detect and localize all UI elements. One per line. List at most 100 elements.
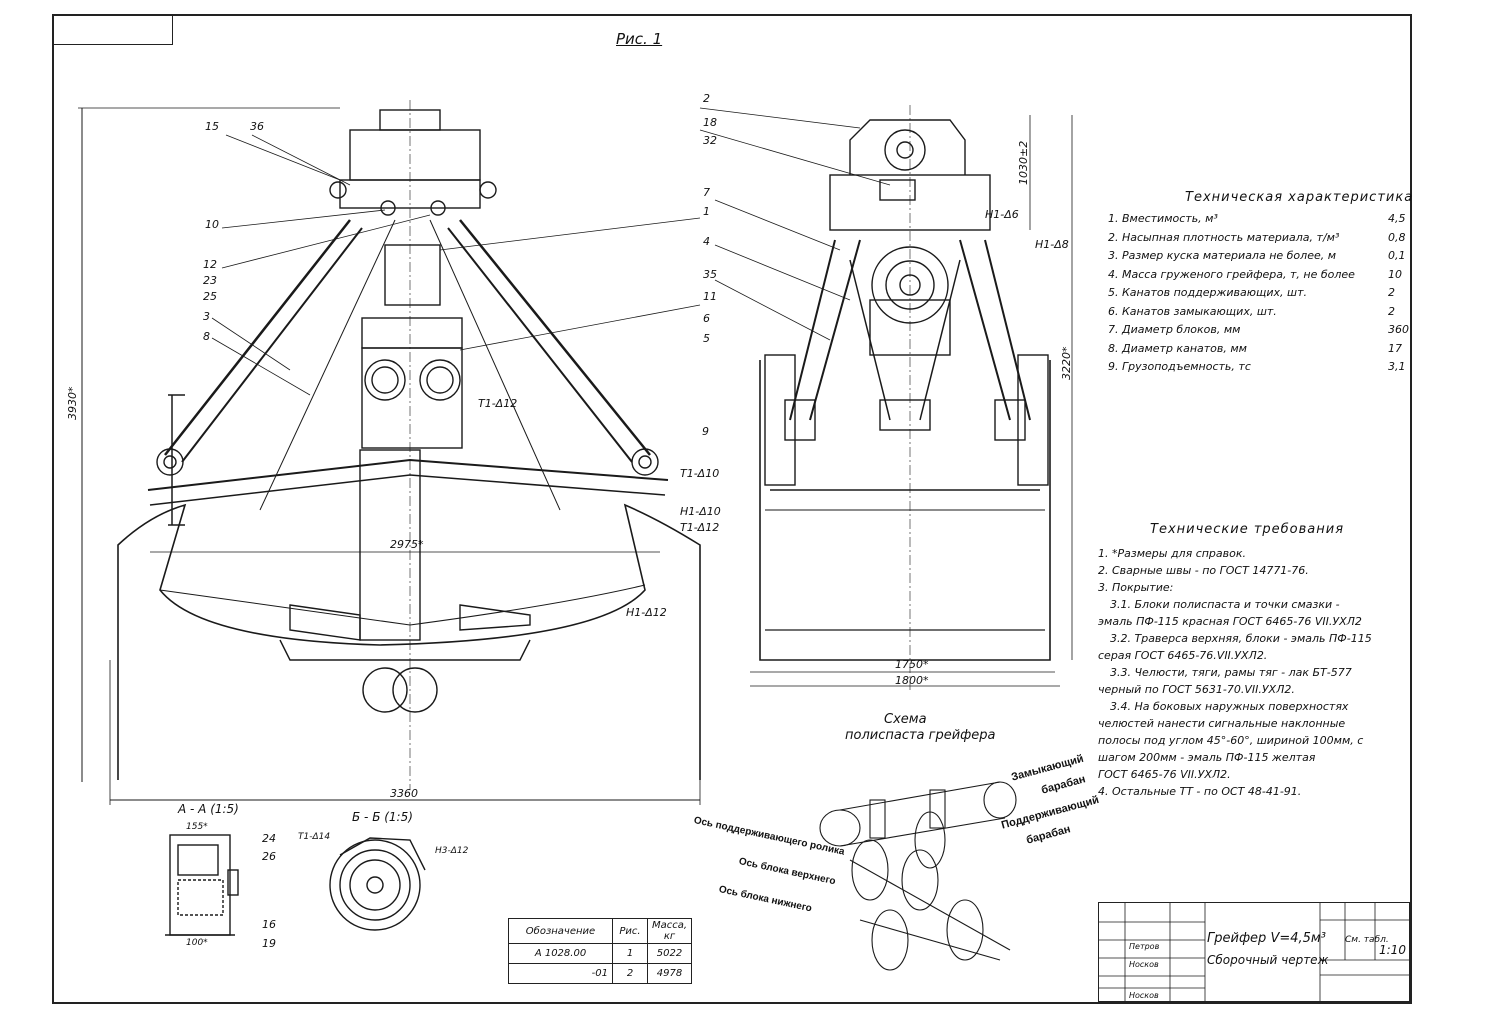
callout-12: 12 [203, 258, 217, 271]
section-aa-dim-bottom: 100* [186, 938, 208, 948]
callout-10: 10 [205, 218, 219, 231]
dim-right-top: 1030±2 [1017, 140, 1030, 185]
tech-req-line: черный по ГОСТ 5631-70.VII.УХЛ2. [1098, 683, 1295, 696]
tech-req-line: эмаль ПФ-115 красная ГОСТ 6465-76 VII.УХ… [1098, 615, 1362, 628]
callout-24: 24 [262, 832, 276, 845]
dim-right-inner: 1750* [895, 658, 929, 671]
section-aa [165, 834, 239, 936]
dim-height: 3930* [66, 386, 79, 421]
table-header: Рис. [612, 918, 648, 944]
callout-25: 25 [203, 290, 217, 303]
title-block-scale: 1:10 [1379, 943, 1406, 957]
callout-7: 7 [703, 186, 710, 199]
callout-36: 36 [250, 120, 264, 133]
title-block-see: См. табл. [1345, 935, 1389, 945]
callout-11: 11 [703, 290, 717, 303]
side-view-grab [750, 105, 1073, 690]
table-cell: 1 [612, 943, 648, 964]
section-bb-weld-1: Т1-Δ14 [298, 832, 331, 842]
tech-req-line: серая ГОСТ 6465-76.VII.УХЛ2. [1098, 649, 1268, 662]
weld-mark-1: Т1-Δ12 [478, 397, 518, 410]
callout-16: 16 [262, 918, 276, 931]
corner-stamp [52, 14, 173, 45]
table-row: А 1028.00 1 5022 [508, 943, 693, 964]
table-row: -01 2 4978 [508, 963, 693, 984]
tech-req-line: 3.3. Челюсти, тяги, рамы тяг - лак БТ-57… [1110, 666, 1352, 679]
person-1: Петров [1129, 942, 1160, 951]
weld-mark-7: Н1-Δ8 [1035, 238, 1069, 251]
callout-15: 15 [205, 120, 219, 133]
tech-req-line: 3.1. Блоки полиспаста и точки смазки - [1110, 598, 1340, 611]
tech-req-heading: Технические требования [1150, 522, 1345, 537]
weld-mark-6: Н1-Δ6 [985, 208, 1019, 221]
tech-req-line: ГОСТ 6465-76 VII.УХЛ2. [1098, 768, 1231, 781]
tech-req-line: 2. Сварные швы - по ГОСТ 14771-76. [1098, 564, 1309, 577]
leader-lines [211, 107, 891, 396]
callout-4: 4 [703, 235, 710, 248]
tech-req-line: 3.2. Траверса верхняя, блоки - эмаль ПФ-… [1110, 632, 1372, 645]
title-block-name: Грейфер V=4,5м³ [1207, 931, 1326, 946]
scheme-title-1: Схема [884, 712, 927, 727]
polyspast-scheme [819, 781, 1017, 971]
callout-19: 19 [262, 937, 276, 950]
tech-spec-item: 6. Канатов замыкающих, шт.2 [1108, 304, 1395, 318]
callout-3: 3 [203, 310, 210, 323]
callout-26: 26 [262, 850, 276, 863]
tech-req-line: челюстей нанести сигнальные наклонные [1098, 717, 1346, 730]
title-block: Грейфер V=4,5м³ Сборочный чертеж См. таб… [1098, 902, 1410, 1002]
callout-35: 35 [703, 268, 717, 281]
dim-right-height: 3220* [1060, 346, 1073, 381]
tech-spec-heading: Техническая характеристика [1185, 190, 1414, 205]
title-block-grid [1098, 902, 1410, 1002]
tech-spec-item: 4. Масса груженого грейфера, т, не более… [1108, 267, 1402, 281]
section-bb [329, 837, 426, 931]
callout-18: 18 [703, 116, 717, 129]
callout-1: 1 [703, 205, 710, 218]
callout-9: 9 [702, 425, 709, 438]
table-cell: 2 [612, 963, 648, 984]
table-header: Обозначение [508, 918, 613, 944]
dim-inner-width: 2975* [390, 538, 424, 551]
section-aa-dim-top: 155* [186, 822, 208, 832]
tech-req-line: полосы под углом 45°-60°, шириной 100мм,… [1098, 734, 1364, 747]
tech-req-line: 1. *Размеры для справок. [1098, 547, 1247, 560]
tech-req-line: 3. Покрытие: [1098, 581, 1174, 594]
table-cell: -01 [508, 963, 613, 984]
callout-5: 5 [703, 332, 710, 345]
figure-label: Рис. 1 [616, 30, 663, 48]
section-aa-label: А - А (1:5) [178, 802, 239, 816]
main-view-grab [78, 100, 701, 805]
table-cell: 5022 [646, 943, 693, 964]
tech-spec-item: 5. Канатов поддерживающих, шт.2 [1108, 286, 1395, 299]
callout-32: 32 [703, 134, 717, 147]
weld-mark-5: Н1-Δ12 [626, 606, 667, 619]
section-bb-weld-2: Н3-Δ12 [435, 846, 469, 856]
callout-2: 2 [703, 92, 710, 105]
person-3: Носков [1129, 991, 1159, 1000]
weld-mark-4: Т1-Δ12 [680, 521, 720, 534]
weld-mark-3: Н1-Δ10 [680, 505, 721, 518]
title-block-doc: Сборочный чертеж [1207, 953, 1329, 967]
tech-req-line: 4. Остальные ТТ - по ОСТ 48-41-91. [1098, 785, 1302, 798]
table-header: Масса, кг [646, 918, 693, 944]
table-cell: 4978 [646, 963, 693, 984]
section-bb-label: Б - Б (1:5) [352, 810, 413, 824]
tech-req-line: 3.4. На боковых наружных поверхностях [1110, 700, 1349, 713]
tech-req-line: шагом 200мм - эмаль ПФ-115 желтая [1098, 751, 1316, 764]
weld-mark-2: Т1-Δ10 [680, 467, 720, 480]
tech-req-list: 1. *Размеры для справок. 2. Сварные швы … [1098, 545, 1408, 800]
table-header-row: Обозначение Рис. Масса, кг [508, 918, 693, 944]
dim-width: 3360 [390, 787, 418, 800]
callout-8: 8 [203, 330, 210, 343]
callout-23: 23 [203, 274, 217, 287]
callout-6: 6 [703, 312, 710, 325]
